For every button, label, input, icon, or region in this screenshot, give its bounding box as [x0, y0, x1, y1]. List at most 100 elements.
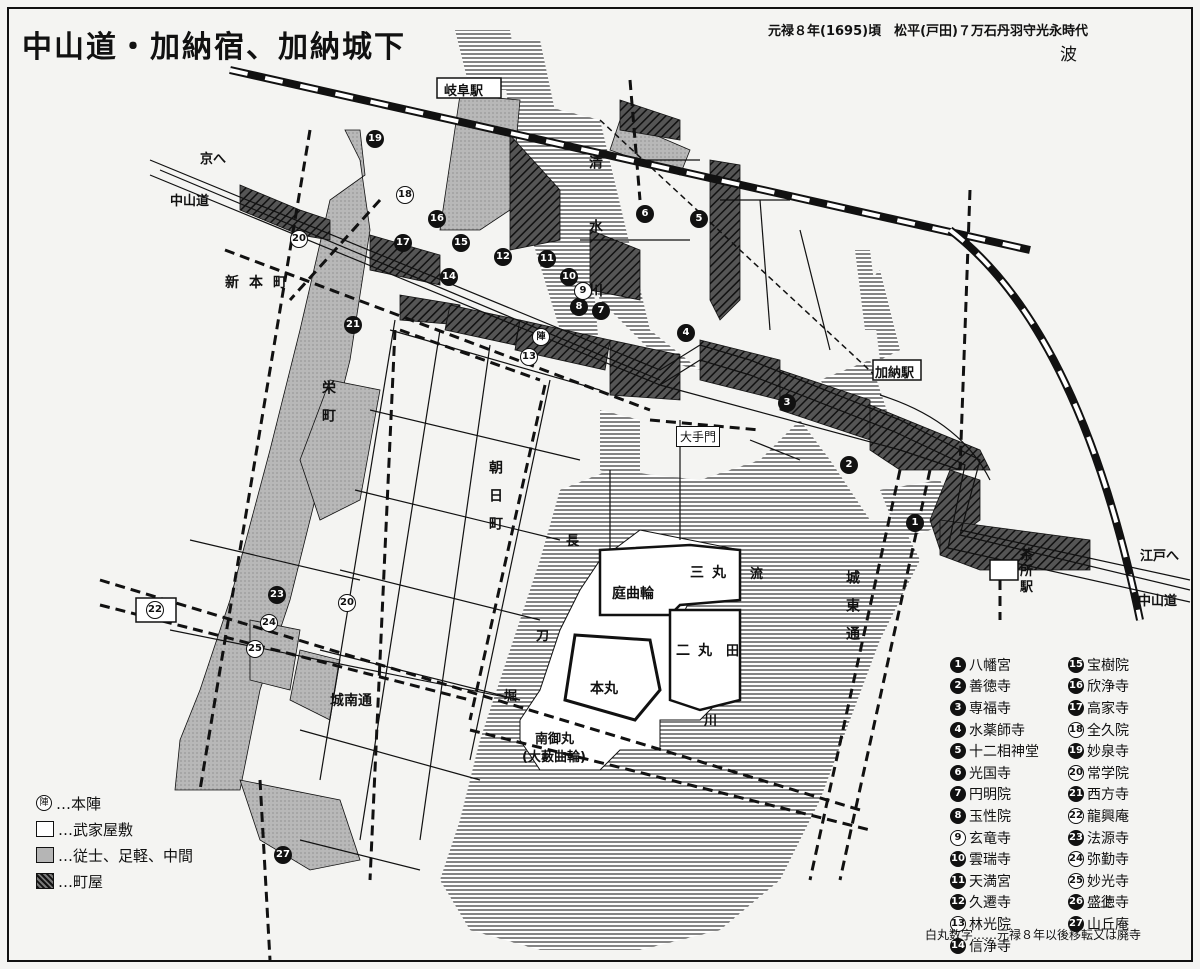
shiromachi-dori-label: 城南通 — [330, 693, 372, 709]
map-marker-1: 1 — [906, 514, 924, 532]
ookuruwa-label: (大藪曲輪) — [522, 750, 586, 765]
temple-name: 山丘庵 — [1087, 916, 1129, 933]
temple-name: 水薬師寺 — [969, 722, 1025, 739]
gifu-station-box — [436, 77, 502, 99]
otemon-label: 大手門 — [676, 426, 721, 447]
area-type-legend-item: …町屋 — [36, 868, 193, 894]
map-marker-5: 5 — [690, 210, 708, 228]
map-marker-8: 8 — [570, 298, 588, 316]
temple-number-badge: 27 — [1068, 915, 1084, 932]
temple-name: 玄竜寺 — [969, 830, 1011, 847]
niwakuruwa-label: 庭曲輪 — [612, 586, 654, 602]
map-marker-4: 4 — [677, 324, 695, 342]
legend-swatch — [36, 873, 54, 889]
temple-name: 宝樹院 — [1087, 657, 1129, 674]
map-marker-24: 24 — [260, 614, 278, 632]
nakasendo-route — [149, 159, 1191, 603]
area-type-legend: 陣…本陣…武家屋敷…従士、足軽、中間…町屋 — [36, 790, 193, 894]
map-marker-12: 12 — [494, 248, 512, 266]
map-marker-19: 19 — [366, 130, 384, 148]
map-marker-3: 3 — [778, 394, 796, 412]
temple-name: 盛徳寺 — [1087, 895, 1129, 912]
street-grid — [159, 159, 1191, 871]
temple-number-badge: 17 — [1068, 699, 1084, 716]
temple-number-badge: 18 — [1068, 721, 1084, 738]
area-type-legend-item: …従士、足軽、中間 — [36, 842, 193, 868]
temple-name: 十二相神堂 — [969, 744, 1039, 761]
temple-number-badge: 11 — [950, 872, 966, 889]
map-marker-11: 11 — [538, 250, 556, 268]
map-marker-23: 23 — [268, 586, 286, 604]
temple-number-badge: 8 — [950, 807, 966, 824]
temple-name: 弥勤寺 — [1087, 852, 1129, 869]
temple-name: 天満宮 — [969, 873, 1011, 890]
legend-swatch — [36, 821, 54, 837]
ta-label: 田 — [726, 644, 740, 659]
map-marker-17: 17 — [394, 234, 412, 252]
temple-name: 専福寺 — [969, 700, 1011, 717]
temple-name: 高家寺 — [1087, 700, 1129, 717]
map-marker-15: 15 — [452, 234, 470, 252]
map-marker-2: 2 — [840, 456, 858, 474]
temple-name: 常学院 — [1087, 765, 1129, 782]
naga-label: 長 — [566, 534, 580, 549]
temple-name: 妙光寺 — [1087, 873, 1129, 890]
temple-name: 円明院 — [969, 787, 1011, 804]
temple-number-badge: 9 — [950, 829, 966, 846]
area-type-legend-item: 陣…本陣 — [36, 790, 193, 816]
temple-number-badge: 15 — [1068, 656, 1084, 673]
temple-number-badge: 2 — [950, 678, 966, 695]
temple-number-badge: 12 — [950, 894, 966, 911]
katana-label: 刀 — [536, 629, 550, 644]
temple-number-badge: 19 — [1068, 743, 1084, 760]
gifu-station-label: 岐阜駅 — [444, 84, 484, 99]
map-title: 中山道・加納宿、加納城下 — [22, 30, 406, 65]
footnote: 白丸数字……元禄８年以後移転又は廃寺 — [925, 928, 1142, 942]
honmaru-label: 本丸 — [590, 681, 618, 697]
temple-number-badge: 20 — [1068, 764, 1084, 781]
temple-number-badge: 6 — [950, 764, 966, 781]
sakaemachi-label: 栄町 — [320, 380, 336, 436]
temple-name: 善徳寺 — [969, 679, 1011, 696]
temple-name: 久遷寺 — [969, 895, 1011, 912]
temple-name: 欣浄寺 — [1087, 679, 1129, 696]
temple-name: 妙泉寺 — [1087, 744, 1129, 761]
temple-number-badge: 21 — [1068, 786, 1084, 803]
edoe-label: 江戸へ — [1140, 549, 1180, 564]
map-marker-21: 21 — [344, 316, 362, 334]
map-marker-20b: 20 — [338, 594, 356, 612]
kyoe-label: 京へ — [200, 152, 227, 167]
legend-label: …従士、足軽、中間 — [58, 846, 194, 865]
nagare-label: 流 — [750, 567, 764, 582]
temple-number-badge: 13 — [950, 915, 966, 932]
map-frame — [7, 7, 1193, 962]
map-marker-22: 22 — [146, 601, 164, 619]
chasho-station-label: 茶所駅 — [1020, 548, 1034, 595]
temple-name: 林光院 — [969, 916, 1011, 933]
temple-name: 全久院 — [1087, 722, 1129, 739]
honjin-marker: 陣 — [532, 328, 550, 346]
temple-number-badge: 25 — [1068, 872, 1084, 889]
temple-number-badge: 14 — [950, 937, 966, 954]
temple-name: 八幡宮 — [969, 657, 1011, 674]
map-marker-27: 27 — [274, 846, 292, 864]
